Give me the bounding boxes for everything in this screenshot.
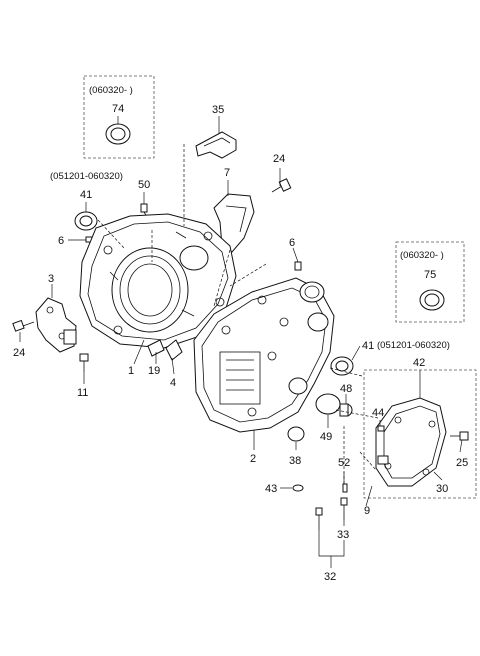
pin-52[interactable]	[342, 483, 348, 493]
callout-25: 25	[456, 457, 468, 469]
callout-6-left: 6	[58, 235, 64, 247]
callout-52: 52	[338, 457, 350, 469]
callout-30: 30	[436, 483, 448, 495]
callout-41a-date: (051201-060320)	[50, 171, 123, 182]
callout-75: 75	[424, 269, 436, 281]
bracket-7[interactable]	[213, 193, 255, 253]
callout-41a: 41	[80, 189, 92, 201]
callout-11: 11	[77, 387, 88, 399]
callout-2: 2	[250, 453, 256, 465]
bracket-35[interactable]	[195, 131, 237, 159]
callout-50: 50	[138, 179, 150, 191]
bolt-32[interactable]	[315, 507, 323, 530]
callout-33: 33	[337, 529, 349, 541]
oil-seal-75[interactable]	[419, 289, 445, 311]
oil-seal-41-lower[interactable]	[330, 356, 354, 376]
cover-4[interactable]	[165, 339, 183, 361]
callout-6-right: 6	[289, 237, 295, 249]
callout-43: 43	[265, 483, 277, 495]
callout-41b-date: (051201-060320)	[377, 340, 450, 351]
box-part-75	[395, 241, 465, 323]
callout-9: 9	[364, 505, 370, 517]
box-part-74	[83, 75, 155, 159]
bolt-33[interactable]	[340, 497, 348, 520]
callout-1: 1	[128, 365, 134, 377]
o-ring-49[interactable]	[315, 393, 341, 415]
pin-6-right[interactable]	[294, 261, 302, 271]
side-cover-30[interactable]	[375, 397, 447, 487]
converter-housing-1[interactable]	[79, 213, 237, 349]
callout-42: 42	[413, 357, 425, 369]
callout-32: 32	[324, 571, 336, 583]
bolt-24-upper[interactable]	[271, 178, 292, 193]
plate-19[interactable]	[147, 339, 165, 357]
transaxle-case-2[interactable]	[193, 277, 335, 433]
seal-43[interactable]	[292, 484, 304, 492]
o-ring-38[interactable]	[287, 426, 305, 442]
oil-seal-74[interactable]	[105, 123, 131, 145]
callout-74: 74	[112, 103, 124, 115]
callout-48: 48	[340, 383, 352, 395]
callout-3: 3	[48, 273, 54, 285]
callout-4: 4	[170, 377, 176, 389]
callout-19: 19	[148, 365, 160, 377]
callout-75-date: (060320- )	[400, 250, 444, 261]
callout-24-upper: 24	[273, 153, 285, 165]
callout-74-date: (060320- )	[89, 85, 133, 96]
bushing-48[interactable]	[339, 403, 353, 417]
bolt-25[interactable]	[450, 431, 469, 441]
callout-49: 49	[320, 431, 332, 443]
bolt-11[interactable]	[79, 353, 89, 372]
bolt-24-lower[interactable]	[12, 319, 35, 332]
callout-35: 35	[212, 104, 224, 116]
callout-38: 38	[289, 455, 301, 467]
oil-seal-41-upper[interactable]	[74, 211, 98, 231]
callout-24-lower: 24	[13, 347, 25, 359]
callout-7: 7	[224, 167, 230, 179]
plug-44[interactable]	[377, 425, 385, 432]
callout-44: 44	[372, 407, 384, 419]
callout-41b: 41	[362, 340, 374, 352]
